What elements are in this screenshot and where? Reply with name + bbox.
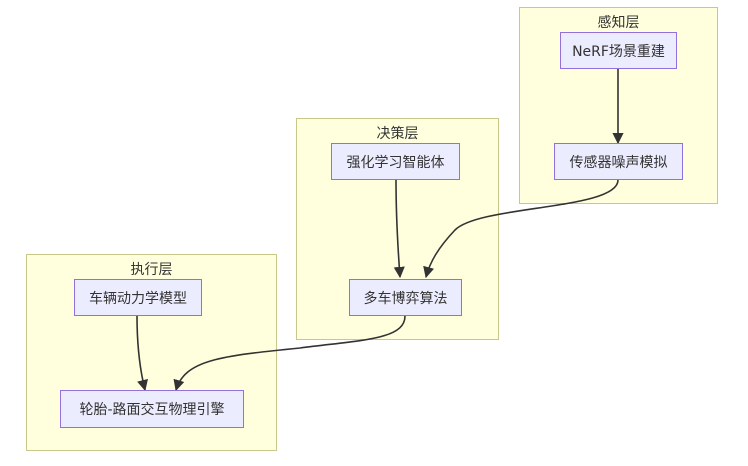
edge-rl-agent-to-multi-vehicle [393,179,405,279]
node-nerf-scene-reconstruction[interactable]: NeRF场景重建 [560,32,677,69]
node-tire-road-physics-engine[interactable]: 轮胎-路面交互物理引擎 [60,390,244,428]
node-vehicle-dynamics[interactable]: 车辆动力学模型 [74,279,202,316]
node-rl-agent[interactable]: 强化学习智能体 [331,143,460,180]
cluster-title-decision: 决策层 [376,126,419,142]
edge-vehicle-dynamics-to-tire-road [136,315,148,392]
edge-sensor-noise-to-multi-vehicle [423,179,619,279]
cluster-title-execution: 执行层 [130,262,173,278]
node-multi-vehicle-game[interactable]: 多车博弈算法 [349,279,462,316]
node-sensor-noise-simulation[interactable]: 传感器噪声模拟 [554,143,683,180]
edge-multi-vehicle-to-tire-road [173,315,406,392]
cluster-title-perception: 感知层 [597,15,640,31]
